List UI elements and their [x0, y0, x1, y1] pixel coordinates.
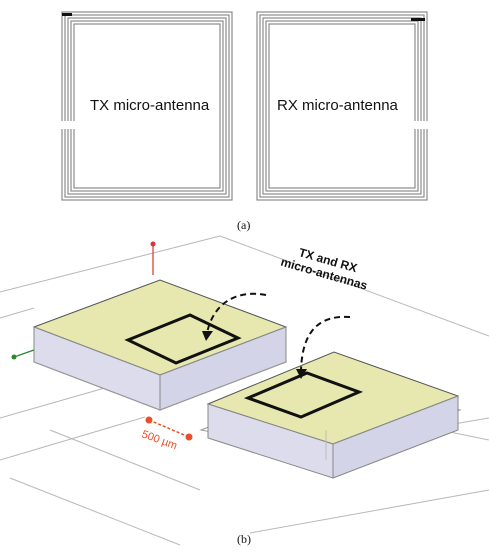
tx-coil — [61, 11, 233, 201]
arrowhead-tx — [202, 331, 213, 341]
callout-arrows — [206, 292, 351, 372]
tx-coil-gap — [56, 121, 76, 129]
scale-bar — [145, 416, 193, 441]
tx-feed-marker — [62, 13, 72, 16]
rx-coil-3d — [243, 371, 364, 419]
caption-b: (b) — [237, 532, 251, 546]
y-axis — [11, 349, 35, 360]
rx-substrate — [199, 351, 462, 479]
rx-feed-marker — [411, 18, 425, 21]
caption-a: (a) — [237, 218, 251, 232]
tx-antenna-label: TX micro-antenna — [90, 97, 210, 114]
tx-coil-3d — [124, 313, 242, 365]
tx-coil-inner — [76, 26, 218, 186]
rx-coil-inner — [271, 26, 413, 186]
rx-coil-gap — [410, 121, 430, 129]
z-axis — [150, 241, 156, 275]
rx-antenna-label: RX micro-antenna — [277, 97, 398, 114]
rx-coil — [256, 11, 428, 201]
arrowhead-rx — [296, 369, 307, 379]
